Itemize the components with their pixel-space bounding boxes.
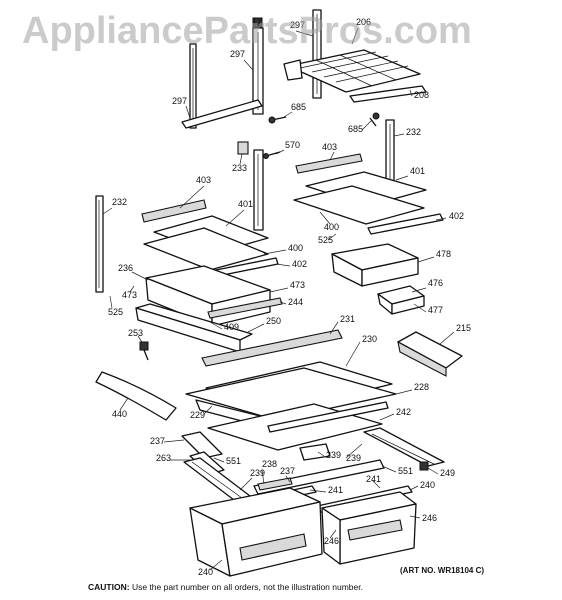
part-label-477: 477	[428, 305, 443, 315]
part-label-246: 246	[324, 536, 339, 546]
part-label-253: 253	[128, 328, 143, 338]
part-label-239: 239	[250, 468, 265, 478]
part-label-400: 400	[288, 243, 303, 253]
wire-shelf-206	[283, 49, 421, 93]
part-label-570: 570	[285, 140, 300, 150]
part-label-402: 402	[449, 211, 464, 221]
part-label-228: 228	[414, 382, 429, 392]
trim-231	[201, 329, 343, 367]
part-label-237: 237	[280, 466, 295, 476]
caution-label: CAUTION:	[88, 582, 130, 592]
part-label-297: 297	[290, 20, 305, 30]
art-number: (ART NO. WR18104 C)	[400, 566, 485, 575]
trim-229	[267, 401, 389, 433]
part-number-labels: 17 297 206 297 208 297 685 685 232 570 403 233 401 40…	[108, 16, 471, 577]
slide-244	[207, 297, 283, 319]
part-label-250: 250	[266, 316, 281, 326]
rail-297-center	[252, 17, 264, 115]
rail-297-cross	[181, 99, 263, 129]
bracket-237-left	[181, 431, 223, 459]
part-label-685: 685	[348, 124, 363, 134]
part-label-230: 230	[362, 334, 377, 344]
part-label-263: 263	[156, 453, 171, 463]
part-label-238: 238	[262, 459, 277, 469]
trim-208	[349, 85, 427, 103]
part-label-525: 525	[318, 235, 333, 245]
part-label-229: 229	[190, 410, 205, 420]
part-label-402: 402	[292, 259, 307, 269]
shelf-401-right	[293, 171, 427, 225]
part-label-233: 233	[232, 163, 247, 173]
part-label-473: 473	[122, 290, 137, 300]
door-bin-215	[397, 331, 463, 377]
part-label-232: 232	[112, 197, 127, 207]
watermark: AppliancePartsPros.com	[22, 10, 472, 52]
trim-403-right	[295, 153, 363, 174]
part-label-403: 403	[196, 175, 211, 185]
screw-570	[263, 151, 281, 159]
part-label-685: 685	[291, 102, 306, 112]
control-253	[139, 341, 149, 361]
bin-476	[377, 285, 425, 315]
rail-297-right	[312, 9, 322, 99]
divider-238	[253, 459, 385, 495]
part-label-476: 476	[428, 278, 443, 288]
part-label-215: 215	[456, 323, 471, 333]
drawer-240-left	[189, 487, 323, 577]
part-label-244: 244	[288, 297, 303, 307]
part-label-401: 401	[410, 166, 425, 176]
trim-403-left	[141, 199, 207, 223]
part-label-297: 297	[230, 49, 245, 59]
rail-297-left	[189, 43, 197, 129]
part-label-246: 246	[422, 513, 437, 523]
part-label-236: 236	[118, 263, 133, 273]
part-label-400: 400	[324, 222, 339, 232]
crisper-478	[331, 243, 419, 287]
trim-440	[95, 371, 177, 421]
screw-685-left	[268, 116, 287, 124]
part-label-240: 240	[198, 567, 213, 577]
part-label-206: 206	[356, 17, 371, 27]
part-label-249: 249	[440, 468, 455, 478]
part-label-237: 237	[150, 436, 165, 446]
part-label-232: 232	[406, 127, 421, 137]
part-label-239: 239	[346, 453, 361, 463]
part-label-409: 409	[224, 322, 239, 332]
part-label-242: 242	[396, 407, 411, 417]
part-label-440: 440	[112, 409, 127, 419]
clip-233	[237, 141, 249, 155]
part-label-240: 240	[420, 480, 435, 490]
caution-text: Use the part number on all orders, not t…	[131, 582, 363, 592]
rail-lower-right	[363, 427, 445, 467]
drawer-246-right	[321, 491, 417, 565]
caution-note: CAUTION: Use the part number on all orde…	[88, 582, 363, 592]
part-label-525: 525	[108, 307, 123, 317]
part-label-401: 401	[238, 199, 253, 209]
part-label-241: 241	[328, 485, 343, 495]
part-label-239: 239	[326, 450, 341, 460]
part-label-473: 473	[290, 280, 305, 290]
screw-685-right	[369, 112, 380, 127]
part-label-551: 551	[226, 456, 241, 466]
part-label-551: 551	[398, 466, 413, 476]
rail-232-left	[95, 195, 104, 293]
part-label-17: 17	[252, 16, 262, 26]
bracket-239	[299, 443, 331, 461]
part-label-403: 403	[322, 142, 337, 152]
shelf-401-left	[143, 215, 269, 271]
clip-249	[419, 461, 429, 471]
part-label-241: 241	[366, 474, 381, 484]
part-label-297: 297	[172, 96, 187, 106]
part-label-478: 478	[436, 249, 451, 259]
leader-lines	[102, 17, 455, 571]
part-label-208: 208	[414, 90, 429, 100]
rail-center-upper	[253, 149, 264, 231]
part-label-231: 231	[340, 314, 355, 324]
trim-402-right	[367, 213, 444, 235]
